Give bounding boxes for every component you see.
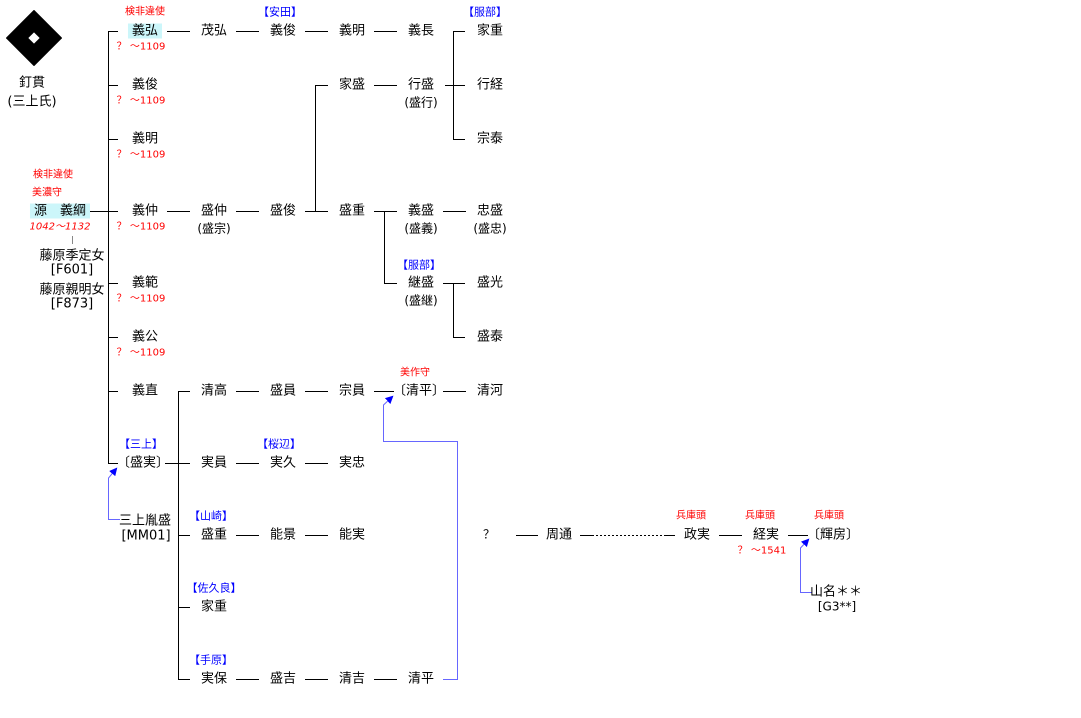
person[interactable]: 義盛: [407, 203, 435, 219]
clan-label: 【手原】: [189, 653, 233, 667]
title: 美作守: [400, 367, 430, 379]
person[interactable]: 盛員: [269, 383, 297, 399]
dates: ？ ～1541: [737, 545, 787, 557]
dates: ？ ～1109: [116, 41, 166, 53]
alt-name: (盛宗): [197, 221, 231, 236]
person[interactable]: 義長: [407, 23, 435, 39]
person[interactable]: 忠盛: [476, 203, 504, 219]
person[interactable]: 行盛: [407, 77, 435, 93]
dates: ？ ～1109: [116, 221, 166, 233]
person[interactable]: 盛仲: [200, 203, 228, 219]
clan-label: 【桜辺】: [257, 437, 301, 451]
title: 検非違使: [125, 6, 165, 18]
person[interactable]: 義直: [131, 383, 159, 399]
person[interactable]: 盛重: [200, 527, 228, 543]
person[interactable]: 山名＊＊: [809, 584, 863, 600]
person[interactable]: 政実: [683, 527, 711, 543]
person[interactable]: 清河: [476, 383, 504, 399]
person[interactable]: 義明: [338, 23, 366, 39]
alt-name: (盛義): [404, 221, 438, 236]
person[interactable]: 三上胤盛: [118, 513, 172, 529]
person[interactable]: 義明: [131, 131, 159, 147]
root-title: 美濃守: [32, 187, 62, 199]
alt-name: (盛継): [404, 293, 438, 308]
spouse[interactable]: 藤原親明女: [39, 282, 105, 298]
person[interactable]: 茂弘: [200, 23, 228, 39]
spouse-id: [F601]: [50, 262, 94, 278]
title: 兵庫頭: [814, 510, 844, 522]
clan-label: 【三上】: [119, 437, 163, 451]
person[interactable]: 義範: [131, 275, 159, 291]
person[interactable]: 清吉: [338, 671, 366, 687]
person[interactable]: 経実: [752, 527, 780, 543]
person[interactable]: 能実: [338, 527, 366, 543]
person[interactable]: 義公: [131, 329, 159, 345]
crest-clan: (三上氏): [7, 94, 57, 110]
dates: ？ ～1109: [116, 149, 166, 161]
spouse[interactable]: 藤原季定女: [39, 248, 105, 264]
person[interactable]: 義弘: [127, 23, 163, 39]
dates: ？ ～1109: [116, 95, 166, 107]
person[interactable]: 清高: [200, 383, 228, 399]
person[interactable]: 清平: [407, 671, 435, 687]
kuginuki-crest-icon: [6, 10, 62, 66]
unknown-person: ？: [482, 527, 496, 542]
person[interactable]: 実久: [269, 455, 297, 471]
person[interactable]: 〔輝房〕: [806, 527, 860, 543]
person[interactable]: 実員: [200, 455, 228, 471]
spouse-id: [F873]: [50, 296, 94, 312]
person[interactable]: 盛俊: [269, 203, 297, 219]
person[interactable]: 家盛: [338, 77, 366, 93]
person[interactable]: 盛吉: [269, 671, 297, 687]
alt-name: (盛行): [404, 95, 438, 110]
person[interactable]: 継盛: [407, 275, 435, 291]
person[interactable]: 家重: [476, 23, 504, 39]
person[interactable]: 周通: [545, 527, 573, 543]
person[interactable]: 〔盛実〕: [116, 455, 170, 471]
person[interactable]: 盛光: [476, 275, 504, 291]
crest-name: 釘貫: [18, 75, 46, 91]
person[interactable]: 〔清平〕: [392, 383, 446, 399]
person-id: [MM01]: [121, 528, 171, 544]
clan-label: 【山崎】: [189, 509, 233, 523]
person[interactable]: 能景: [269, 527, 297, 543]
clan-label: 【服部】: [397, 258, 441, 272]
dates: ？ ～1109: [116, 293, 166, 305]
person[interactable]: 実保: [200, 671, 228, 687]
person[interactable]: 行経: [476, 77, 504, 93]
person-id: [G3**]: [817, 599, 857, 614]
title: 兵庫頭: [745, 510, 775, 522]
root-person[interactable]: 源 義綱: [29, 203, 91, 219]
person[interactable]: 義俊: [269, 23, 297, 39]
person[interactable]: 盛泰: [476, 329, 504, 345]
dates: ？ ～1109: [116, 347, 166, 359]
root-dates: 1042～1132: [29, 221, 91, 233]
clan-label: 【服部】: [463, 5, 507, 19]
root-title: 検非違使: [33, 169, 73, 181]
person[interactable]: 盛重: [338, 203, 366, 219]
clan-label: 【安田】: [258, 5, 302, 19]
person[interactable]: 宗泰: [476, 131, 504, 147]
person[interactable]: 家重: [200, 599, 228, 615]
alt-name: (盛忠): [473, 221, 507, 236]
person[interactable]: 義俊: [131, 77, 159, 93]
person[interactable]: 宗員: [338, 383, 366, 399]
person[interactable]: 義仲: [131, 203, 159, 219]
title: 兵庫頭: [676, 510, 706, 522]
clan-label: 【佐久良】: [186, 581, 242, 595]
person[interactable]: 実忠: [338, 455, 366, 471]
